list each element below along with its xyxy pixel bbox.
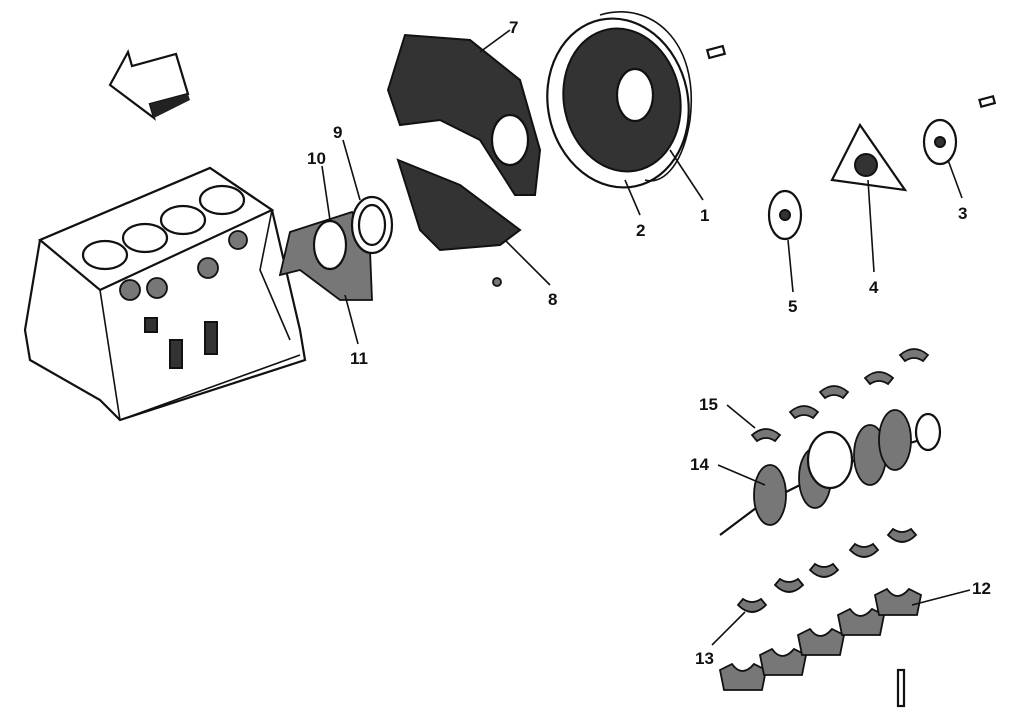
part-3-plate: [922, 118, 958, 166]
callout-7: 7: [509, 18, 518, 37]
callout-10: 10: [307, 149, 326, 168]
callout-14: 14: [690, 455, 709, 474]
part-10-seal-carrier: [278, 210, 373, 301]
part-12-main-bearing-caps: [718, 587, 923, 691]
direction-arrow-icon: [108, 49, 190, 121]
callout-2: 2: [636, 221, 645, 240]
part-9-oil-seal: [350, 195, 394, 255]
part-15-upper-bearings: [750, 348, 930, 443]
part-8-cover-plate: [396, 158, 522, 287]
callout-1: 1: [700, 206, 709, 225]
callout-3: 3: [958, 204, 967, 223]
engine-block: [23, 166, 307, 422]
leader-lines: [321, 29, 971, 646]
callout-9: 9: [333, 123, 342, 142]
callout-11: 11: [350, 349, 368, 368]
callout-13: 13: [695, 649, 714, 668]
callout-5: 5: [788, 297, 797, 316]
callout-8: 8: [548, 290, 557, 309]
part-5-spacer: [767, 189, 803, 241]
bolt-icon: [705, 44, 997, 708]
part-13-lower-bearings: [736, 527, 918, 613]
part-4-drive-plate: [830, 122, 908, 192]
part-14-crankshaft: [719, 409, 942, 536]
part-1-ring-gear: [599, 11, 693, 182]
part-7-rear-plate: [386, 33, 542, 196]
callout-12: 12: [972, 579, 991, 598]
callout-15: 15: [699, 395, 718, 414]
part-2-flywheel: [546, 17, 690, 189]
callout-4: 4: [869, 278, 879, 297]
